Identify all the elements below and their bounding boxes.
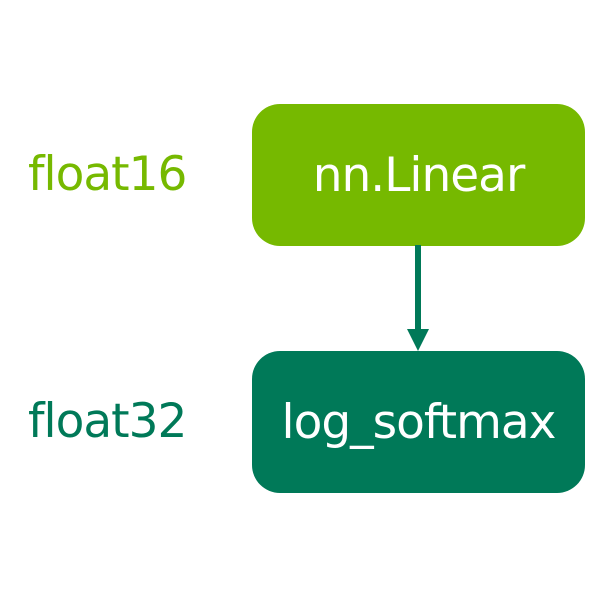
precision-label-float32: float32 [28,394,187,449]
arrow-down-icon [407,245,429,351]
node-log-softmax: log_softmax [252,351,585,493]
node-log-softmax-label: log_softmax [281,394,557,450]
precision-label-float16: float16 [28,147,187,202]
node-nn-linear: nn.Linear [252,104,585,246]
node-nn-linear-label: nn.Linear [312,147,526,203]
